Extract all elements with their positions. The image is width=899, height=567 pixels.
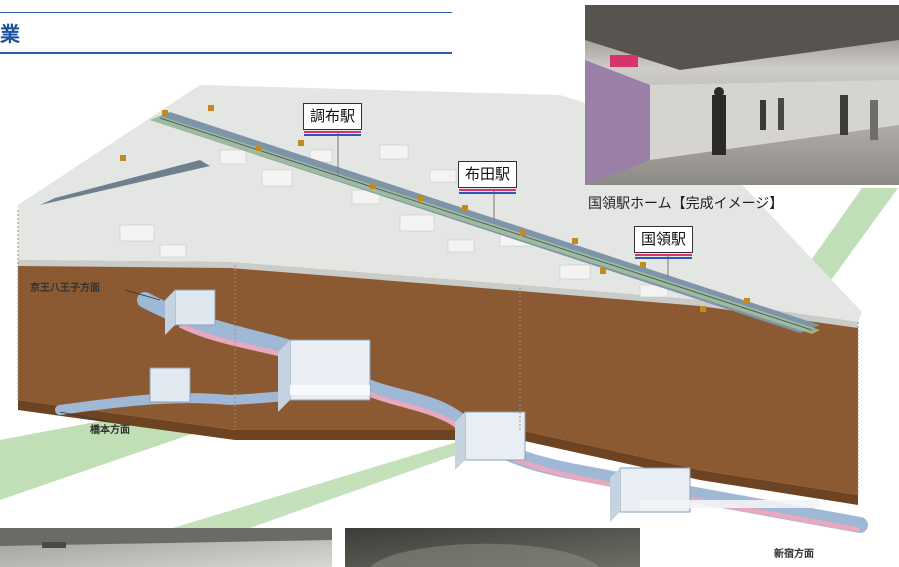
underground-tunnel [137, 292, 868, 533]
section-title: 業 [0, 22, 20, 46]
underground-station-box-chofu [278, 339, 371, 412]
station-label-fuda: 布田駅 [458, 161, 518, 194]
direction-label-hashimoto: 橋本方面 [90, 425, 130, 436]
signal-markers [120, 105, 750, 312]
header-rule-top [0, 12, 452, 13]
station-name: 布田駅 [465, 165, 511, 183]
surface-rail-branch [40, 160, 210, 205]
underground-station-box-1 [165, 289, 216, 335]
depth-guides [17, 210, 859, 495]
photo-caption: 国領駅ホーム【完成イメージ】 [588, 196, 784, 212]
header-rule-bottom [0, 52, 452, 54]
direction-label-shinjuku: 新宿方面 [774, 549, 814, 560]
surface-rail-green [150, 116, 820, 334]
station-name: 国領駅 [641, 230, 687, 248]
photo-projection-beam-mid [150, 438, 484, 535]
underground-station-box-kokuryo [610, 467, 820, 522]
underground-station-box-hashimoto [149, 367, 191, 403]
station-name: 調布駅 [310, 107, 356, 125]
bottom-middle-photo [345, 528, 640, 567]
bottom-left-photo [0, 528, 332, 567]
kokuryo-platform-photo [585, 5, 899, 185]
ground-block [18, 260, 858, 495]
underground-station-box-fuda [455, 411, 526, 470]
direction-label-keio-hachioji: 京王八王子方面 [30, 283, 100, 294]
station-label-chofu: 調布駅 [303, 103, 363, 136]
station-label-kokuryo: 国領駅 [634, 226, 694, 259]
underground-platform-track [178, 322, 861, 533]
buildings [119, 144, 669, 298]
